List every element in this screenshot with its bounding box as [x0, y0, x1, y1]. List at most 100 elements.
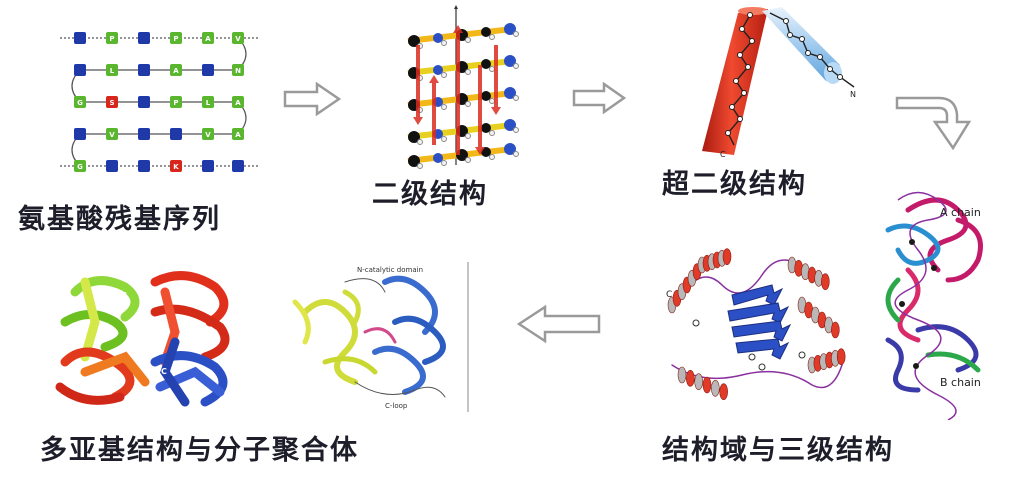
quaternary-structure-label: 多亚基结构与分子聚合体	[40, 435, 359, 466]
amino-acid-residue	[74, 96, 86, 108]
domain-tertiary-structure-label: 结构域与三级结构	[662, 435, 894, 466]
arrow-right-2	[572, 82, 626, 114]
amino-acid-residue	[170, 160, 182, 172]
alpha-helix-turn	[677, 366, 687, 384]
backbone-atom	[504, 119, 516, 131]
backbone-atom	[433, 153, 443, 163]
alpha-helix-turn	[711, 380, 720, 397]
c-loop-label: C-loop	[385, 402, 408, 410]
amino-acid-residue	[232, 96, 244, 108]
supersecondary-structure-figure: N C	[702, 7, 856, 159]
hydrogen-bond-arrow	[475, 65, 485, 155]
arrow-curved-down	[895, 96, 972, 151]
amino-acid-residue	[170, 128, 182, 140]
amino-acid-letter: V	[235, 35, 241, 43]
b-chain-label: B chain	[940, 376, 981, 389]
hydrogen-atom	[465, 157, 471, 163]
hydrogen-atom	[465, 133, 471, 139]
multisubunit-figure: N N C C	[55, 271, 230, 407]
amino-acid-residue	[106, 64, 118, 76]
amino-acid-letter: A	[205, 35, 211, 43]
amino-acid-residue	[232, 64, 244, 76]
alpha-helix-turn	[719, 383, 728, 400]
backbone-atom	[408, 35, 420, 47]
backbone-atom	[504, 87, 516, 99]
hydrogen-atom	[513, 151, 519, 157]
amino-acid-letter: G	[77, 163, 83, 171]
amino-acid-letter: A	[235, 131, 241, 139]
amino-acid-residue	[202, 32, 214, 44]
amino-acid-residue	[106, 96, 118, 108]
backbone-atom	[481, 123, 491, 133]
amino-acid-residue	[138, 96, 150, 108]
hydrogen-atom	[417, 139, 423, 145]
amino-acid-residue	[138, 32, 150, 44]
backbone-atom	[481, 27, 491, 37]
supersecondary-n-label: N	[850, 90, 856, 99]
amino-acid-residue	[202, 160, 214, 172]
backbone-atom	[504, 55, 516, 67]
secondary-structure-label: 二级结构	[372, 179, 488, 210]
hydrogen-atom	[513, 127, 519, 133]
hydrogen-atom	[441, 160, 447, 166]
amino-acid-letter: P	[173, 99, 178, 107]
alpha-helix-turn	[821, 273, 830, 290]
alpha-helix-turn	[702, 376, 712, 394]
alpha-helix-turn	[722, 248, 732, 265]
amino-acid-letter: A	[235, 99, 241, 107]
tertiary-ab-chain-figure: A chain B chain	[885, 191, 983, 420]
multisubunit-c-label-2: C	[161, 367, 167, 376]
hydrogen-atom	[489, 66, 495, 72]
amino-acid-residue	[202, 96, 214, 108]
domain-structure-figure: C	[666, 248, 846, 400]
amino-acid-letter: V	[109, 131, 115, 139]
amino-acid-residue	[138, 160, 150, 172]
amino-acid-letter: P	[173, 35, 178, 43]
hydrogen-atom	[489, 154, 495, 160]
amino-acid-letter: N	[235, 67, 241, 75]
amino-acid-residue	[106, 160, 118, 172]
multisubunit-n-label-1: N	[133, 315, 140, 324]
supersecondary-c-label: C	[720, 150, 726, 159]
hydrogen-atom	[513, 63, 519, 69]
amino-acid-residue	[74, 160, 86, 172]
secondary-structure-figure	[407, 5, 519, 169]
amino-acid-letter: A	[173, 67, 179, 75]
amino-acid-residue	[170, 32, 182, 44]
backbone-atom	[504, 23, 516, 35]
hydrogen-atom	[513, 31, 519, 37]
amino-acid-residue	[74, 32, 86, 44]
amino-acid-letter: S	[109, 99, 114, 107]
amino-acid-residue	[170, 96, 182, 108]
amino-acid-letter: P	[109, 35, 114, 43]
alpha-helix-turn	[694, 373, 703, 390]
amino-acid-letter: L	[206, 99, 211, 107]
hydrogen-bond-arrow	[429, 75, 439, 145]
hydrogen-atom	[489, 130, 495, 136]
amino-acid-residue	[138, 128, 150, 140]
hydrogen-bond-arrow	[413, 45, 423, 125]
alpha-helix-turn	[836, 348, 846, 365]
amino-acid-residue	[106, 128, 118, 140]
multisubunit-c-label-1: C	[121, 291, 127, 300]
hydrogen-atom	[465, 101, 471, 107]
backbone-atom	[408, 131, 420, 143]
amino-acid-letter: V	[205, 131, 211, 139]
backbone-atom	[481, 91, 491, 101]
primary-structure-label: 氨基酸残基序列	[18, 204, 221, 235]
amino-acid-letter: K	[173, 163, 179, 171]
hydrogen-atom	[489, 98, 495, 104]
hydrogen-bond-arrow	[491, 45, 501, 115]
amino-acid-residue	[138, 64, 150, 76]
hydrogen-atom	[417, 163, 423, 169]
amino-acid-residue	[202, 64, 214, 76]
hydrogen-atom	[441, 40, 447, 46]
hydrogen-atom	[513, 95, 519, 101]
domain-c-label: C	[666, 290, 672, 300]
hydrogen-atom	[489, 34, 495, 40]
amino-acid-residue	[232, 128, 244, 140]
backbone-atom	[433, 33, 443, 43]
a-chain-label: A chain	[940, 206, 981, 219]
amino-acid-residue	[232, 160, 244, 172]
